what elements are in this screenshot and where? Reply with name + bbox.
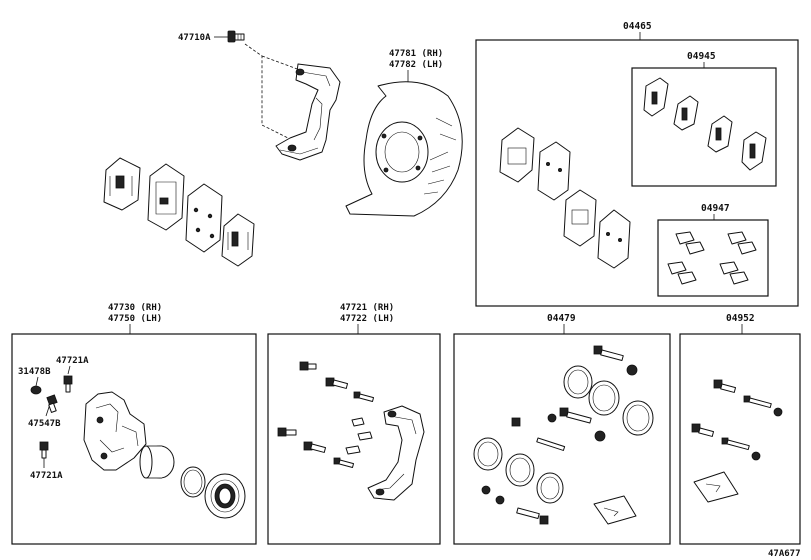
figure-code: 47A677 (768, 549, 801, 559)
pad-1[interactable] (147, 163, 185, 231)
kit-pad-3[interactable] (563, 189, 597, 247)
dust-shield-group: 47781 (RH) 47782 (LH) (345, 49, 463, 217)
bolt-47710a-group: 47710A (178, 30, 301, 141)
kit-04479-group: 04479 (453, 313, 671, 545)
pad-2[interactable] (185, 183, 223, 253)
kit-04465-box (475, 39, 799, 307)
bolt-47710a[interactable] (227, 30, 245, 43)
label-47750-lh: 47750 (LH) (108, 314, 162, 324)
shim-set-04945[interactable] (643, 77, 767, 171)
caliper-47730-group: 47730 (RH) 47750 (LH) 31478B 47721A 4754… (11, 303, 257, 545)
label-04947: 04947 (701, 203, 730, 214)
kit-04479-box (453, 333, 671, 545)
piston[interactable] (139, 445, 175, 479)
caliper-bracket-top[interactable] (275, 63, 341, 161)
bracket-box (267, 333, 441, 545)
label-04952: 04952 (726, 313, 755, 324)
label-47721a-bottom: 47721A (30, 471, 63, 481)
bleeder-screw-47721a-top[interactable] (63, 375, 73, 393)
seal-kit-04479[interactable] (473, 345, 654, 525)
kit-04465-group: 04465 04945 (475, 21, 799, 307)
clip-set-04947[interactable] (667, 231, 757, 285)
label-47721a-top: 47721A (56, 356, 89, 366)
bolt-kit-04952[interactable] (691, 379, 783, 503)
label-47730-rh: 47730 (RH) (108, 303, 162, 313)
bracket-hardware[interactable] (277, 361, 375, 468)
label-47547b: 47547B (28, 419, 61, 429)
label-31478b: 31478B (18, 367, 51, 377)
kit-pad-2[interactable] (537, 141, 571, 201)
label-47721-rh: 47721 (RH) (340, 303, 394, 313)
pad-shim-1[interactable] (103, 157, 141, 211)
kit-pad-4[interactable] (597, 209, 631, 269)
bleeder-cap-31478b[interactable] (30, 385, 42, 395)
caliper-body[interactable] (83, 391, 147, 471)
pad-shim-2[interactable] (221, 213, 255, 267)
label-47710a: 47710A (178, 33, 211, 43)
dust-boot[interactable] (204, 473, 246, 519)
label-47722-lh: 47722 (LH) (340, 314, 394, 324)
label-04465: 04465 (623, 21, 652, 32)
loose-pads-group (103, 157, 255, 267)
kit-04952-box (679, 333, 801, 545)
piston-seal[interactable] (180, 466, 206, 498)
label-47781-rh: 47781 (RH) (389, 49, 443, 59)
label-04479: 04479 (547, 313, 576, 324)
caliper-bracket[interactable] (367, 405, 425, 501)
kit-pad-1[interactable] (499, 127, 535, 183)
kit-04945-box (631, 67, 777, 187)
kit-04952-group: 04952 (679, 313, 801, 545)
bleeder-screw-47721a-bottom[interactable] (39, 441, 49, 459)
dust-shield[interactable] (345, 81, 463, 217)
label-47782-lh: 47782 (LH) (389, 60, 443, 70)
caliper-box (11, 333, 257, 545)
cap-47547b[interactable] (46, 394, 58, 413)
label-04945: 04945 (687, 51, 716, 62)
bracket-47721-group: 47721 (RH) 47722 (LH) (267, 303, 441, 545)
kit-04947-box (657, 219, 769, 297)
